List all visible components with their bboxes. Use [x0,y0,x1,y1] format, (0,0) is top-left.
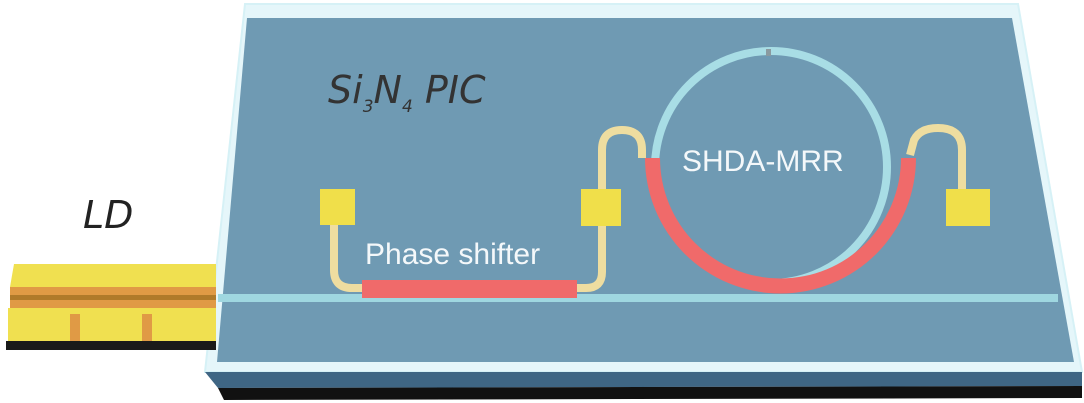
phase-shifter-left-trace [330,215,365,292]
ring-gap-marker [766,49,771,56]
mrr-heater-right-trace [906,123,966,195]
ld-divider-1 [70,314,80,341]
chip-label: Si3N4 PIC [328,68,486,117]
ld-top-layer [10,264,216,287]
mrr-heater [645,158,916,294]
substrate-top-face [217,18,1074,362]
substrate-bottom-edge [218,386,1082,400]
mrr-label: SHDA-MRR [682,145,844,178]
chip-label-suffix: PIC [413,68,486,112]
phase-shifter-heater [362,280,577,298]
phase-shifter-pad-right [581,189,621,226]
bus-waveguide [218,294,1058,302]
chip-label-si: Si [328,68,363,112]
ld-label: LD [83,193,133,237]
phase-shifter-right-trace [574,125,646,292]
chip-label-sub3: 3 [363,97,374,117]
ld-divider-2 [142,314,152,341]
ld-stripe-orange-2 [10,300,216,308]
laser-diode [6,264,216,350]
chip-label-sub4: 4 [402,97,413,117]
ld-bottom-edge [6,341,216,350]
ld-stripe-dark [10,295,216,300]
mrr-heater-pad [946,189,990,226]
ld-stripe-orange-1 [10,287,216,295]
substrate-front-face [205,372,1082,388]
phase-shifter-label: Phase shifter [365,238,540,271]
chip-label-n: N [374,68,402,112]
phase-shifter-pad-left [320,189,355,225]
ld-bottom-layer [8,308,216,341]
